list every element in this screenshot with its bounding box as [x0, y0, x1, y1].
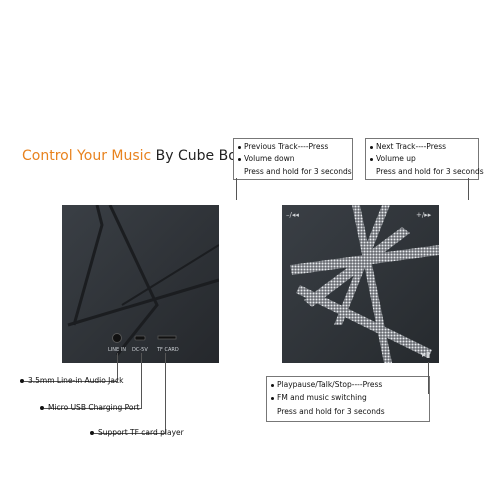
prev-line-2: Volume down — [244, 154, 295, 163]
next-line-3: Press and hold for 3 seconds — [376, 167, 484, 176]
bullet-icon — [20, 379, 24, 383]
play-button-icon[interactable]: ▸▮ — [422, 350, 430, 359]
cube-seam — [72, 205, 104, 326]
bullet-icon — [238, 145, 241, 149]
previous-button-icon[interactable]: –/◂◂ — [286, 211, 299, 219]
feature-usb: Micro USB Charging Port — [48, 403, 140, 412]
bullet-icon — [370, 145, 373, 149]
cube-seam — [67, 278, 219, 327]
light-stripe — [352, 205, 392, 363]
play-pause-callout: Playpause/Talk/Stop----Press FM and musi… — [266, 376, 430, 422]
page-title: Control Your Music By Cube Box — [22, 148, 245, 164]
bullet-icon — [271, 396, 274, 400]
next-button-icon[interactable]: +/▸▸ — [416, 211, 432, 219]
tf-label: TF CARD — [156, 347, 179, 353]
next-track-callout: Next Track----Press Volume up Press and … — [365, 138, 484, 180]
light-stripe — [334, 205, 390, 325]
next-line-2: Volume up — [376, 154, 416, 163]
cube-back-view: LINE IN DC-5V TF CARD — [62, 205, 219, 363]
next-line-1: Next Track----Press — [376, 142, 447, 151]
bullet-icon — [238, 157, 241, 161]
tf-card-slot — [157, 335, 177, 340]
prev-line-3: Press and hold for 3 seconds — [244, 167, 352, 176]
light-stripe — [296, 285, 432, 358]
bullet-icon — [271, 383, 274, 387]
feature-line-in: 3.5mm Line-in Audio Jack — [28, 376, 124, 385]
light-stripe — [304, 227, 410, 307]
next-connector — [468, 178, 469, 200]
play-line-2: FM and music switching — [277, 393, 367, 402]
previous-track-callout: Previous Track----Press Volume down Pres… — [233, 138, 353, 180]
dc-port — [134, 335, 146, 341]
play-connector-v — [428, 362, 429, 394]
title-accent: Control Your Music — [22, 148, 152, 164]
cube-seam — [108, 205, 159, 356]
prev-connector — [236, 178, 237, 200]
tf-connector-v — [165, 353, 166, 433]
cube-front-view: –/◂◂ +/▸▸ ▸▮ — [282, 205, 439, 363]
play-line-1: Playpause/Talk/Stop----Press — [277, 380, 383, 389]
prev-line-1: Previous Track----Press — [244, 142, 329, 151]
dc-connector-h — [44, 408, 142, 409]
play-line-3: Press and hold for 3 seconds — [277, 407, 385, 416]
bullet-icon — [90, 431, 94, 435]
feature-tf: Support TF card player — [98, 428, 184, 437]
line-in-port — [112, 333, 122, 343]
tf-connector-h — [94, 433, 166, 434]
bullet-icon — [370, 157, 373, 161]
line-in-label: LINE IN — [108, 347, 126, 353]
line-in-connector-h — [24, 381, 118, 382]
dc-connector-v — [141, 353, 142, 408]
title-rest: By Cube Box — [151, 148, 245, 164]
line-in-connector-v — [117, 353, 118, 381]
cube-seam — [121, 244, 219, 306]
bullet-icon — [40, 406, 44, 410]
dc-label: DC-5V — [132, 347, 148, 353]
